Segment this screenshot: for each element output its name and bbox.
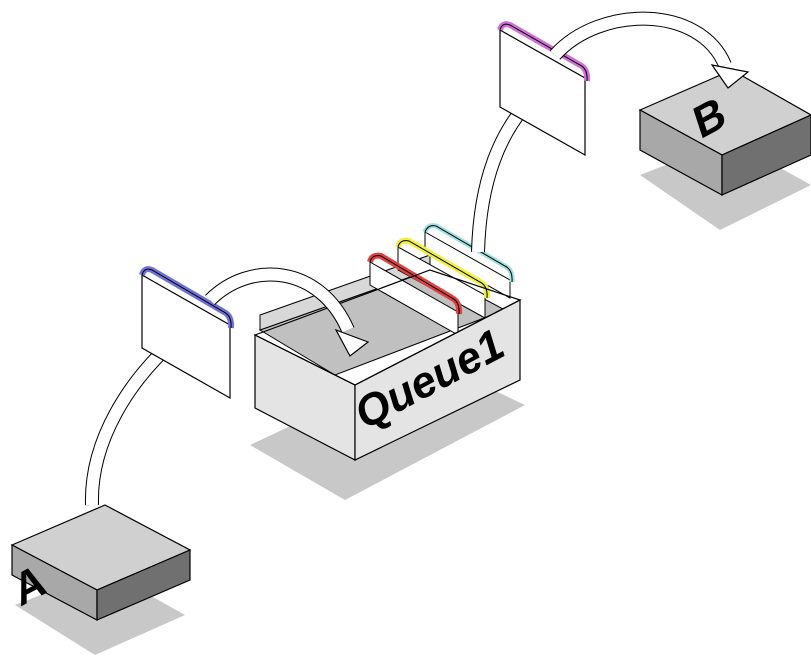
arrowhead-b — [710, 64, 750, 89]
node-b: B — [638, 69, 811, 197]
queued-message-red — [367, 252, 463, 336]
message-sent — [139, 266, 235, 400]
node-b-right-face — [721, 114, 811, 196]
queued-message-cyan — [422, 223, 515, 299]
arrow-message-to-b — [549, 11, 732, 69]
message-delivered — [497, 21, 591, 157]
node-a-right-face — [96, 549, 191, 621]
queue-left-rim — [253, 269, 522, 386]
queue-box: Queue1 — [253, 223, 522, 461]
arrowhead-queue — [334, 328, 370, 357]
